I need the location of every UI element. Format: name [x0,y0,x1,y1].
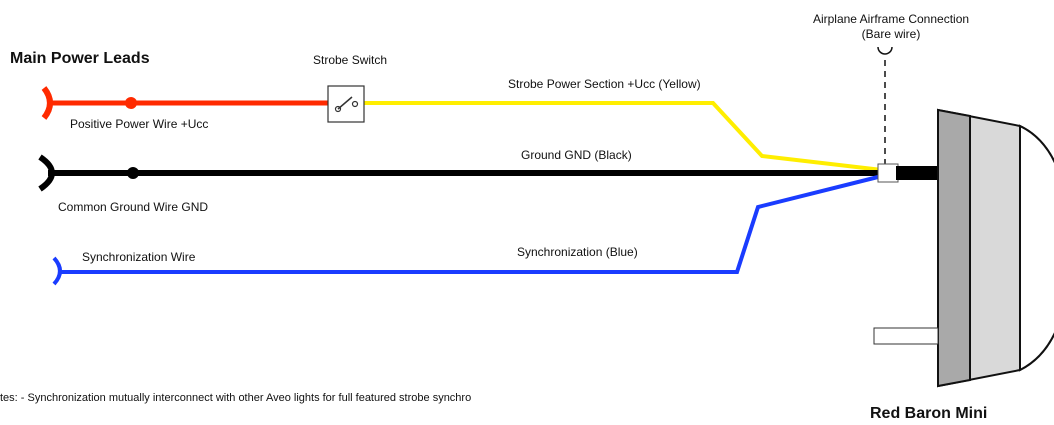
strobe-power-section-label: Strobe Power Section +Ucc (Yellow) [508,77,701,91]
strobe-switch-icon [327,85,365,123]
notes-text: tes: - Synchronization mutually intercon… [0,392,472,404]
synchronization-wire-label: Synchronization Wire [82,250,196,264]
main-power-leads-heading: Main Power Leads [10,50,150,67]
airframe-label-line1: Airplane Airframe Connection [812,12,970,26]
wire-junction-block [877,163,899,183]
strobe-switch-label: Strobe Switch [313,53,388,67]
ground-section-label: Ground GND (Black) [521,148,632,162]
common-ground-wire-label: Common Ground Wire GND [58,200,209,214]
sync-lead-terminal-icon [52,256,62,286]
positive-power-wire-label: Positive Power Wire +Ucc [70,117,209,131]
product-name-label: Red Baron Mini [870,405,988,422]
positive-wire-joint-icon [125,97,137,109]
synchronization-blue-wire [60,174,883,274]
airframe-connection-label: Airplane Airframe Connection (Bare wire) [813,12,969,42]
airframe-label-line2: (Bare wire) [861,27,921,41]
red-baron-mini-light-icon [873,108,1054,388]
airframe-terminal-icon [877,46,893,55]
ground-wire-joint-icon [127,167,139,179]
synchronization-section-label: Synchronization (Blue) [517,245,638,259]
strobe-power-yellow-wire [364,101,883,172]
